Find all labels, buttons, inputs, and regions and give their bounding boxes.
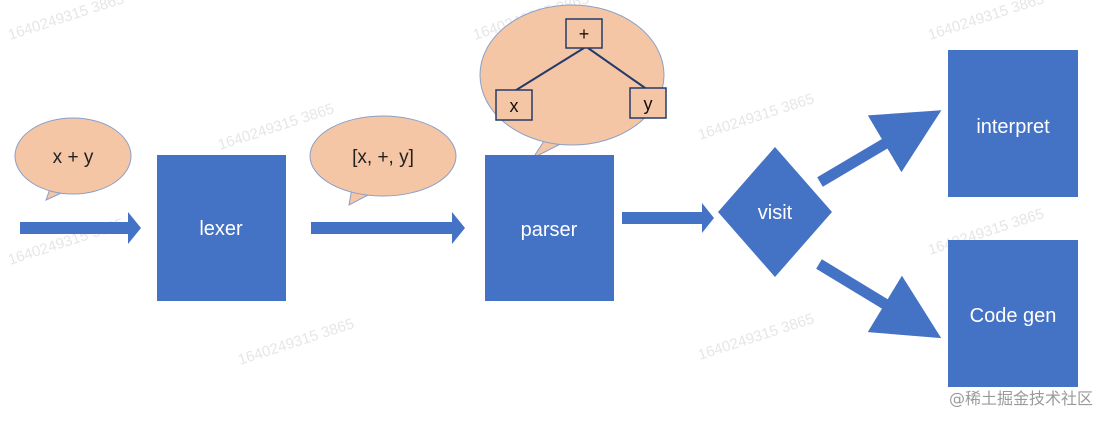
interpret-label: interpret [976, 116, 1050, 138]
input-bubble: x + y [14, 117, 132, 201]
codegen-label: Code gen [970, 305, 1057, 327]
arrow-parser-to-visit [622, 203, 714, 233]
parser-label: parser [521, 219, 578, 241]
ast-right-label: y [644, 94, 653, 114]
tokens-bubble-ellipse [309, 115, 457, 197]
arrow-visit-to-interpret [817, 110, 942, 187]
ast-root-label: + [579, 24, 590, 44]
codegen-box [948, 240, 1078, 387]
credit-watermark: @稀土掘金技术社区 [948, 389, 1093, 408]
tokens-bubble: [x, +, y] [309, 115, 457, 206]
ast-left-label: x [510, 96, 519, 116]
visit-diamond [718, 147, 832, 277]
ast-bubble: + x y [479, 4, 667, 160]
watermark-text: 1640249315 3865 [6, 0, 126, 44]
parser-box [485, 155, 614, 301]
arrow-input-to-lexer [20, 212, 141, 244]
input-bubble-ellipse [14, 117, 132, 195]
watermark-text: 1640249315 3865 [236, 315, 356, 369]
input-expression: x + y [53, 147, 94, 168]
watermark-text: 1640249315 3865 [696, 90, 816, 144]
arrow-visit-to-codegen [816, 259, 942, 339]
ast-edge-left [512, 47, 585, 93]
lexer-box [157, 155, 286, 301]
interpret-box [948, 50, 1078, 197]
lexer-label: lexer [199, 218, 243, 240]
ast-edge-right [587, 47, 649, 91]
tokens-list: [x, +, y] [352, 147, 414, 168]
watermark-text: 1640249315 3865 [926, 0, 1046, 44]
visit-label: visit [758, 202, 793, 224]
arrow-lexer-to-parser [311, 212, 465, 244]
ast-left-node [495, 89, 533, 121]
ast-root-node [565, 18, 603, 49]
ast-right-node [629, 87, 667, 119]
watermark-text: 1640249315 3865 [696, 310, 816, 364]
